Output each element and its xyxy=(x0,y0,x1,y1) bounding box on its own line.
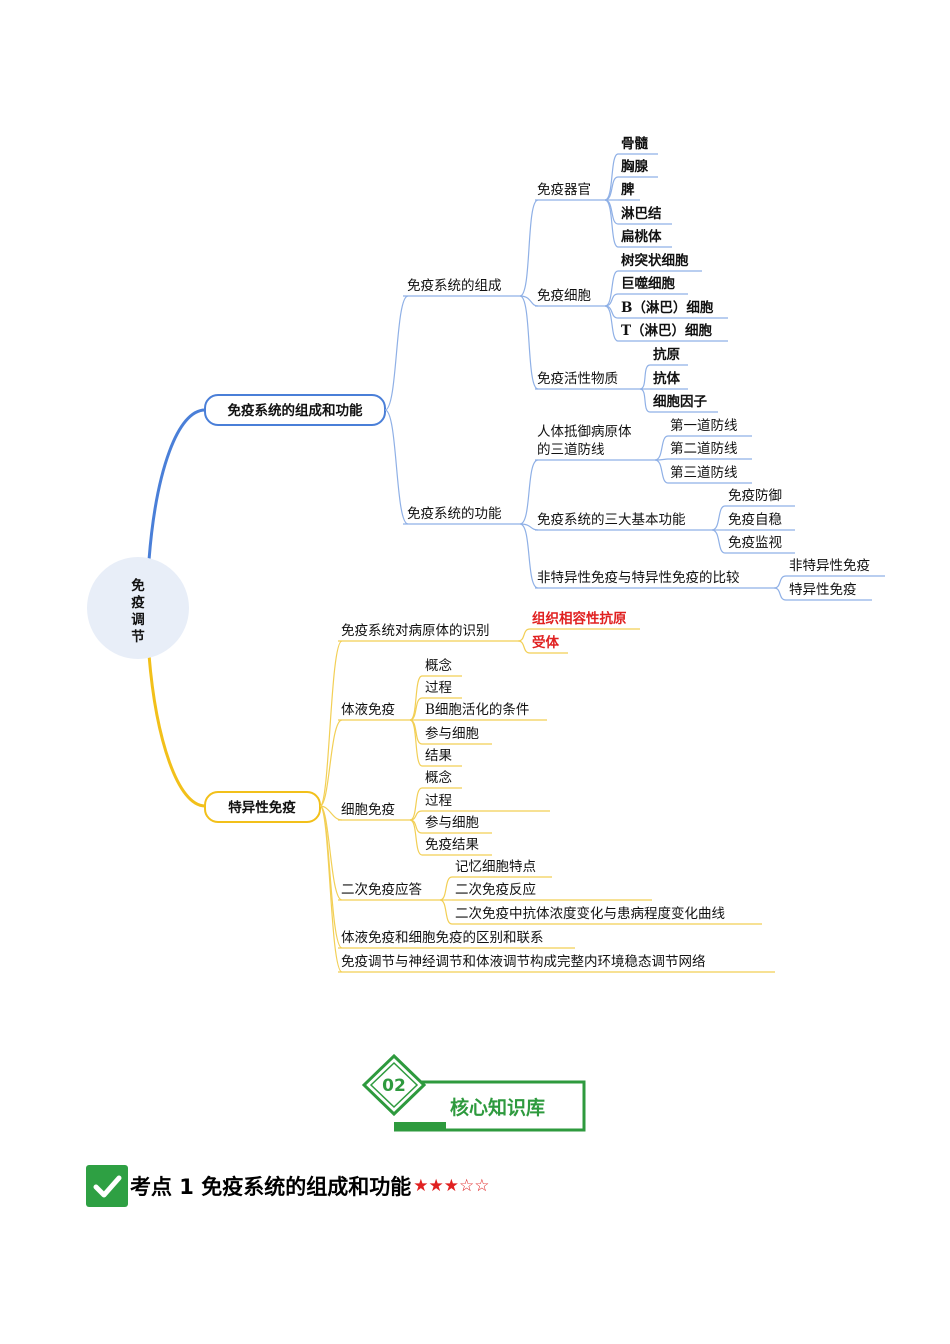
recognition-item: 受体 xyxy=(532,634,560,651)
defense-label-line1: 人体抵御病原体 xyxy=(537,424,632,440)
organ-item: 脾 xyxy=(621,181,635,198)
organs-label: 免疫器官 xyxy=(537,182,591,198)
substances-label: 免疫活性物质 xyxy=(537,371,618,387)
branch1-label: 免疫系统的组成和功能 xyxy=(228,402,363,419)
humoral-label: 体液免疫 xyxy=(341,702,395,718)
difficulty-stars: ★★★☆☆ xyxy=(413,1176,490,1196)
recognition-item: 组织相容性抗原 xyxy=(532,610,627,627)
compare-item: 非特异性免疫 xyxy=(789,558,870,574)
defense-item: 第二道防线 xyxy=(670,440,738,457)
cells-label: 免疫细胞 xyxy=(537,288,591,304)
organ-item: 骨髓 xyxy=(621,135,649,152)
branch2-connector xyxy=(147,654,206,808)
branch1-lines xyxy=(384,153,885,601)
compare-label: 非特异性免疫与特异性免疫的比较 xyxy=(537,570,740,586)
root-char-4: 节 xyxy=(131,628,145,645)
organ-item: 扁桃体 xyxy=(621,228,662,245)
kaodian-heading: 考点 1 免疫系统的组成和功能 ★★★☆☆ xyxy=(86,1164,489,1208)
humoral-item: 参与细胞 xyxy=(425,725,479,742)
branch1-connector xyxy=(147,408,206,561)
cellular-item: 免疫结果 xyxy=(425,837,479,853)
humoral-item: 结果 xyxy=(425,748,452,764)
basic-function-label: 免疫系统的三大基本功能 xyxy=(537,511,686,528)
cell-item: 树突状细胞 xyxy=(621,252,689,269)
cellular-item: 参与细胞 xyxy=(425,814,479,831)
basic-function-item: 免疫监视 xyxy=(728,535,782,551)
difference-label: 体液免疫和细胞免疫的区别和联系 xyxy=(341,930,544,946)
organ-item: 胸腺 xyxy=(621,158,649,175)
composition-label: 免疫系统的组成 xyxy=(407,278,502,294)
root-char-3: 调 xyxy=(131,612,145,628)
section-number: 02 xyxy=(382,1076,406,1096)
cellular-item: 概念 xyxy=(425,769,452,786)
mind-map: 免 疫 调 节 免疫系统的组成和功能 特异性免疫 xyxy=(87,135,885,973)
branch2-node xyxy=(204,791,321,823)
defense-label-line2: 的三道防线 xyxy=(537,442,605,458)
checkmark-icon xyxy=(86,1165,128,1207)
cellular-label: 细胞免疫 xyxy=(341,802,395,818)
substance-item: 抗体 xyxy=(653,370,681,387)
root-node xyxy=(87,557,189,659)
root-char-2: 疫 xyxy=(131,594,145,611)
cellular-item: 过程 xyxy=(425,793,452,809)
cell-item: T（淋巴）细胞 xyxy=(621,322,713,339)
defense-item: 第一道防线 xyxy=(670,417,738,434)
secondary-label: 二次免疫应答 xyxy=(341,881,422,898)
network-label: 免疫调节与神经调节和体液调节构成完整内环境稳态调节网络 xyxy=(341,954,706,970)
humoral-item: B细胞活化的条件 xyxy=(425,701,529,718)
section-title: 核心知识库 xyxy=(450,1096,545,1119)
section-badge: 02 核心知识库 xyxy=(362,1054,586,1132)
compare-item: 特异性免疫 xyxy=(789,582,857,598)
basic-function-item: 免疫防御 xyxy=(728,488,782,504)
humoral-item: 概念 xyxy=(425,657,452,674)
substance-item: 细胞因子 xyxy=(653,393,707,410)
branch2-label: 特异性免疫 xyxy=(228,799,296,816)
cell-item: B（淋巴）细胞 xyxy=(621,299,714,316)
branch2-lines xyxy=(319,628,775,973)
basic-function-item: 免疫自稳 xyxy=(728,512,782,528)
substance-item: 抗原 xyxy=(653,346,681,363)
defense-item: 第三道防线 xyxy=(670,464,738,481)
kaodian-title: 考点 1 免疫系统的组成和功能 xyxy=(130,1175,412,1199)
root-char-1: 免 xyxy=(131,577,145,594)
humoral-item: 过程 xyxy=(425,680,452,696)
cell-item: 巨噬细胞 xyxy=(621,275,675,292)
organ-item: 淋巴结 xyxy=(621,205,662,222)
secondary-item: 记忆细胞特点 xyxy=(455,859,536,875)
recognition-label: 免疫系统对病原体的识别 xyxy=(341,623,490,639)
secondary-item: 二次免疫反应 xyxy=(455,881,536,898)
function-label: 免疫系统的功能 xyxy=(407,506,502,522)
secondary-item: 二次免疫中抗体浓度变化与患病程度变化曲线 xyxy=(455,906,725,922)
